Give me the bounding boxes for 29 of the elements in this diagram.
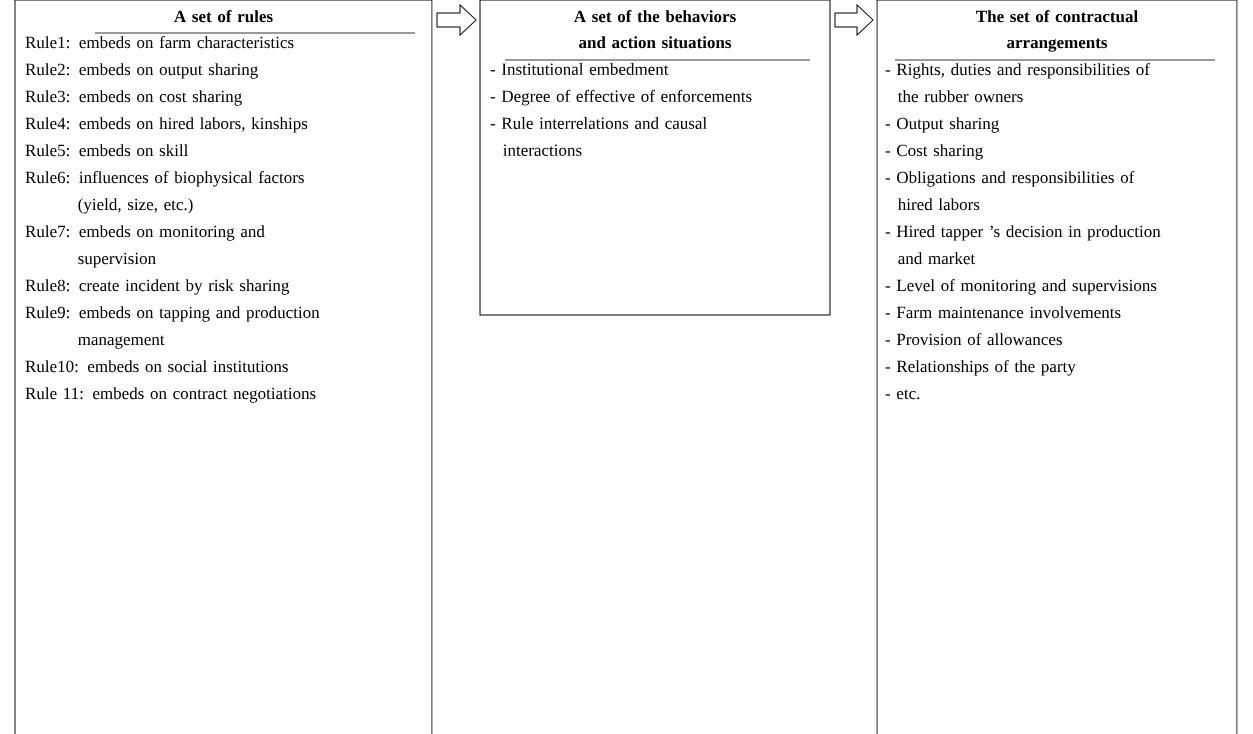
heading: A set of the behaviors and action situations [573, 10, 736, 49]
list-item: - Provision of allowances [885, 333, 1062, 346]
list-item: Rule1: embeds on farm characteristics [25, 36, 294, 49]
list-item: Rule2: embeds on output sharing [25, 63, 258, 79]
list-item: - Hired tapper ’s decision in production and market [885, 225, 1161, 265]
list-item: Rule6: influences of biophysical factors (yield, size, etc.) [25, 171, 304, 214]
list-item: - etc. [885, 389, 920, 400]
list-item: Rule5: embeds on skill [25, 144, 189, 157]
list-item: - Relationships of the party [885, 360, 1076, 376]
list-item: - Degree of effective of enforcements [490, 89, 752, 106]
heading: A set of rules [174, 10, 273, 23]
list-item: Rule8: create incident by risk sharing [25, 279, 290, 295]
list-item: Rule10: embeds on social institutions [25, 360, 288, 373]
heading: The set of contractual arrangements [976, 10, 1138, 52]
list-item: - Obligations and responsibilities of hired labors [885, 171, 1135, 211]
block-arrow [834, 4, 874, 36]
list-item: - Rule interrelations and causal interactions [490, 117, 707, 156]
list-item: - Cost sharing [885, 144, 983, 160]
list-item: - Level of monitoring and supervisions [885, 279, 1157, 295]
list-item: Rule4: embeds on hired labors, kinships [25, 117, 308, 133]
list-item: Rule9: embeds on tapping and production management [25, 306, 320, 349]
block-arrow [436, 4, 477, 36]
list-item: - Farm maintenance involvements [885, 306, 1121, 319]
list-item: - Rights, duties and responsibilities of the rubber owners [885, 63, 1150, 103]
list-item: - Output sharing [885, 117, 999, 133]
list-item: - Institutional embedment [490, 63, 669, 75]
list-item: Rule 11: embeds on contract negotiations [25, 387, 316, 403]
list-item: Rule7: embeds on monitoring and supervision [25, 225, 265, 268]
list-item: Rule3: embeds on cost sharing [25, 90, 242, 106]
